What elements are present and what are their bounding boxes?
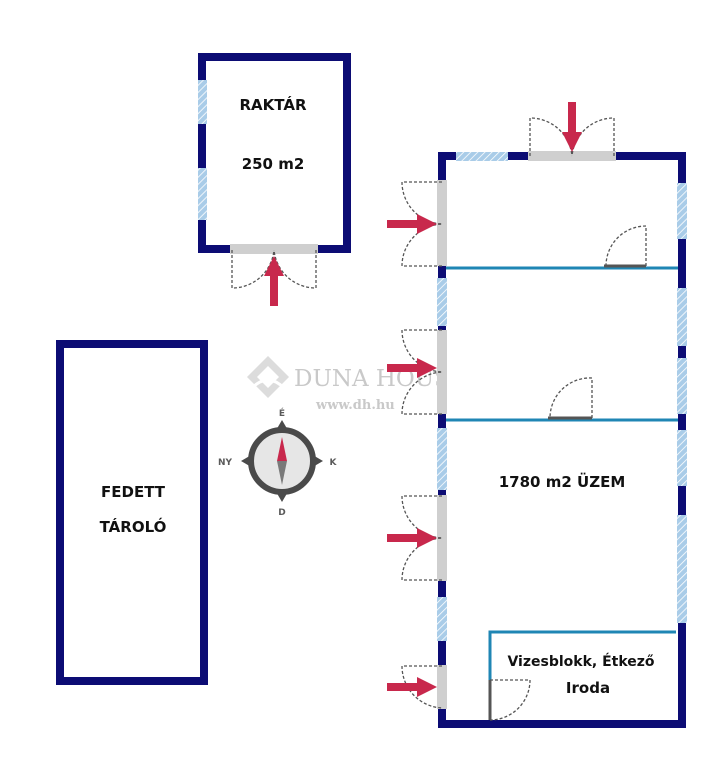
uzem-window [437,278,447,326]
uzem-side-doorway [437,180,447,266]
fedett-label-line1: FEDETT [101,483,166,501]
uzem-side-doorway [437,495,447,581]
uzem-building: 1780 m2 ÜZEM Vizesblokk, Étkező Iroda [387,102,687,728]
raktar-room: RAKTÁR 250 m2 [198,53,351,306]
uzem-side-door-swing [401,665,443,709]
compass-south-label: D [278,508,285,518]
uzem-window [677,358,687,414]
uzem-window [677,565,687,623]
uzem-window [437,597,447,641]
compass-east-label: K [330,458,338,468]
uzem-window [677,183,687,239]
raktar-window [198,168,207,220]
uzem-window [677,430,687,486]
iroda-label-line2: Iroda [566,679,610,697]
interior-door [604,225,647,268]
compass-icon: É K D NY [218,407,338,518]
uzem-side-doorway [437,665,447,709]
uzem-label: 1780 m2 ÜZEM [499,472,626,491]
uzem-side-door-swing [401,329,443,415]
uzem-window [437,428,447,490]
interior-door [548,377,593,420]
fedett-label-line2: TÁROLÓ [100,517,167,536]
entrance-arrow-icon [387,677,437,697]
raktar-area: 250 m2 [242,155,305,173]
watermark-logo-icon [247,356,289,398]
entrance-arrow-icon [264,256,284,306]
iroda-door [488,679,531,721]
uzem-window [677,288,687,346]
uzem-walls [438,152,686,728]
compass-west-label: NY [218,458,233,468]
iroda-label-line1: Vizesblokk, Étkező [507,653,654,670]
uzem-window [456,152,508,161]
raktar-doorway [230,244,318,254]
entrance-arrow-icon [387,214,437,234]
entrance-arrow-icon [562,102,582,152]
entrance-arrow-icon [387,528,437,548]
uzem-side-doorway [437,330,447,414]
raktar-window [198,80,207,124]
watermark-url: www.dh.hu [315,398,395,413]
raktar-walls [198,53,351,253]
compass-north-label: É [279,407,285,419]
fedett-tarolo-walls [56,340,208,685]
uzem-window [677,515,687,571]
entrance-arrow-icon [387,358,437,378]
fedett-tarolo-room: FEDETT TÁROLÓ [56,340,208,685]
raktar-name: RAKTÁR [239,95,306,114]
raktar-door-swing [231,249,317,289]
